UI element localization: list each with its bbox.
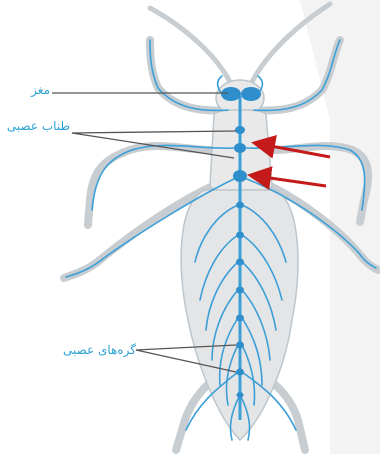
ganglion <box>236 287 244 294</box>
ganglion <box>236 342 244 349</box>
left-antenna <box>150 8 232 86</box>
ganglion <box>236 259 244 266</box>
ganglion <box>233 170 247 182</box>
ganglion <box>236 369 244 376</box>
brain-right-lobe <box>241 87 261 101</box>
label-brain: مغز <box>14 84 50 96</box>
ganglion <box>237 392 244 398</box>
brain-left-lobe <box>221 87 241 101</box>
background-panel <box>300 0 380 454</box>
label-nerve-cord: طناب عصبی <box>2 120 70 132</box>
ganglion <box>235 126 245 134</box>
ganglion <box>236 232 244 239</box>
ganglion <box>236 315 244 322</box>
label-ganglia: گره‌های عصبی <box>46 344 136 356</box>
nerve-cord-leader-line-upper <box>72 131 236 133</box>
ganglion <box>236 202 244 209</box>
nerve-cord-leader-line-lower <box>72 133 234 158</box>
ganglion <box>234 143 246 153</box>
